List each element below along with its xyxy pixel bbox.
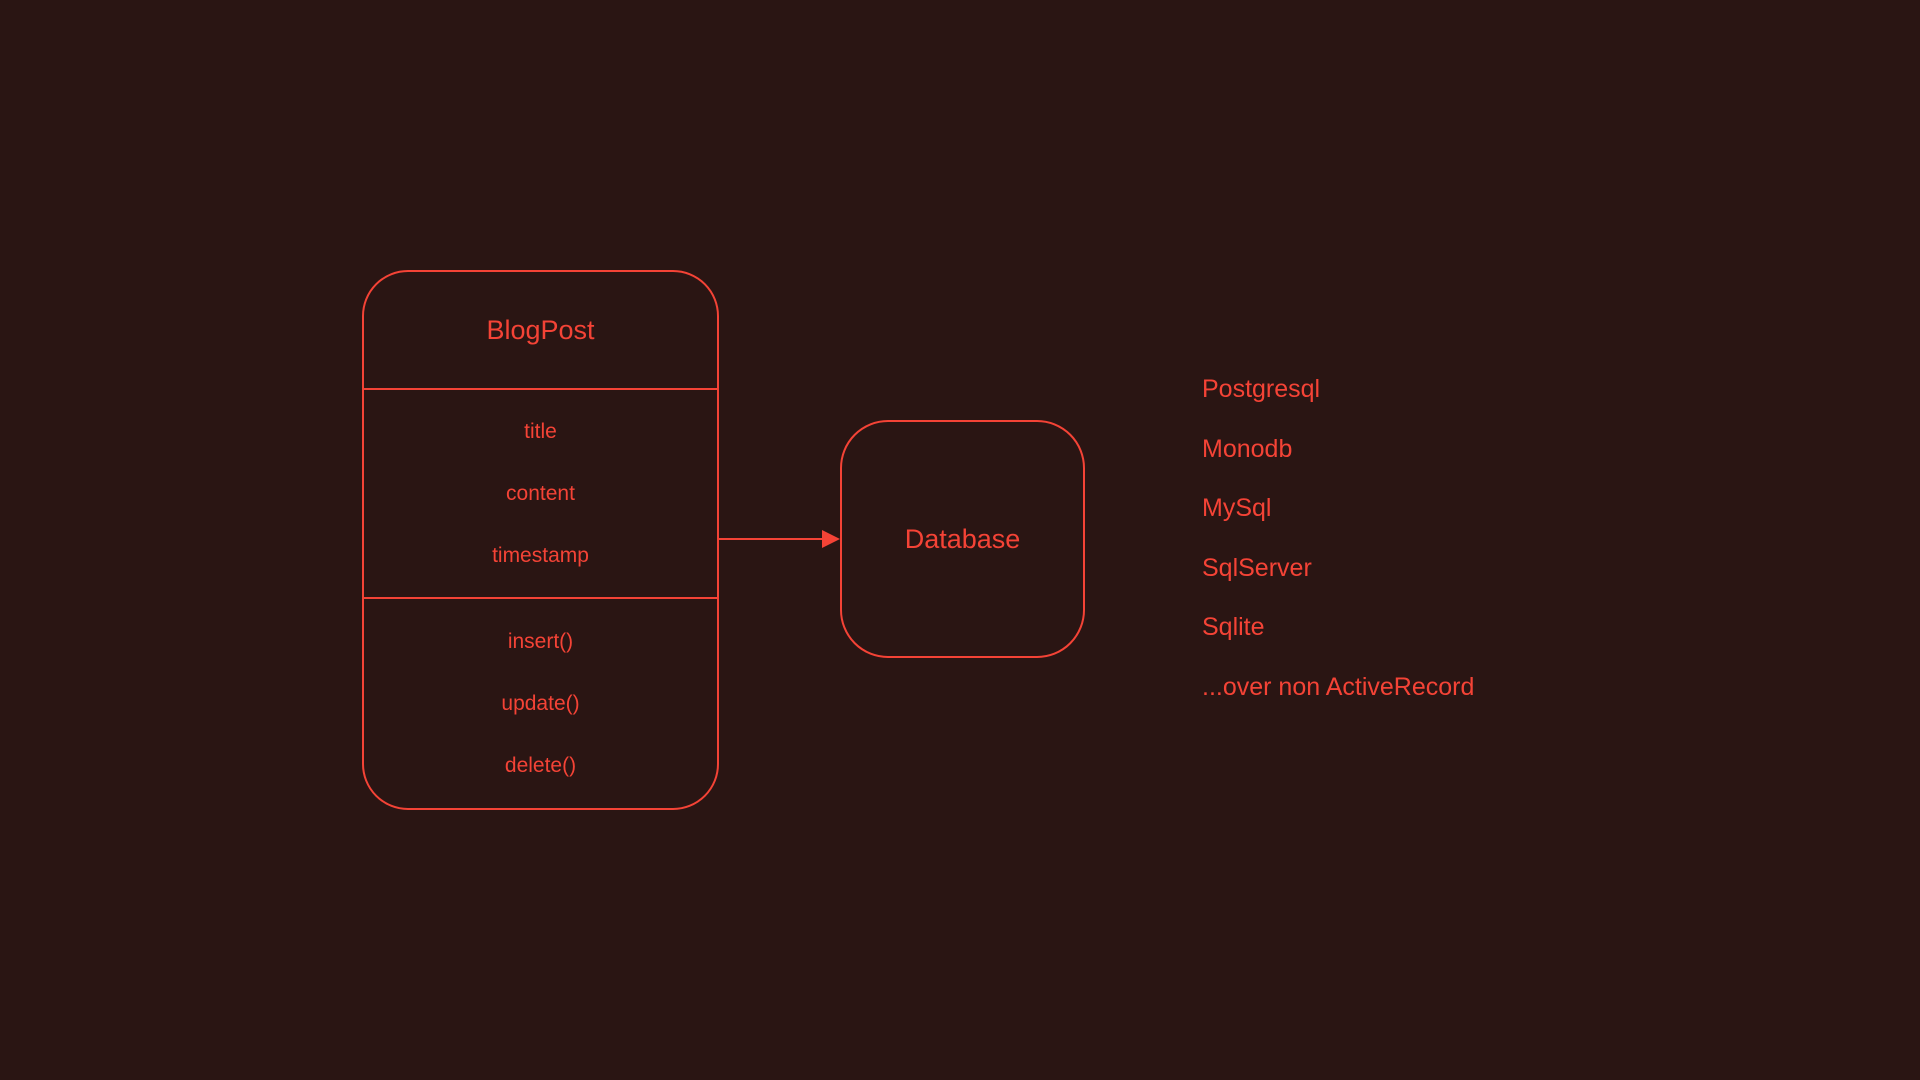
database-label: Database (904, 523, 1021, 554)
database-options-list: Postgresql Monodb MySql SqlServer Sqlite… (1202, 360, 1474, 717)
arrow-head-icon (822, 530, 840, 548)
attribute-label: title (524, 419, 557, 443)
attribute-label: timestamp (492, 543, 589, 567)
blogpost-attributes-section: title content timestamp (364, 390, 717, 599)
list-item: Postgresql (1202, 375, 1321, 403)
blogpost-class-title: BlogPost (364, 272, 717, 390)
method-label: delete() (504, 753, 577, 777)
list-item: SqlServer (1202, 553, 1312, 582)
list-item: MySql (1202, 494, 1272, 522)
attribute-label: content (506, 481, 575, 505)
list-item: Monodb (1202, 434, 1293, 463)
list-item: Sqlite (1202, 613, 1265, 641)
method-label: update() (501, 691, 580, 715)
blogpost-class-box: BlogPost title content timestamp insert(… (362, 270, 719, 810)
list-item: ...over non ActiveRecord (1202, 672, 1475, 701)
arrow-blogpost-to-database (719, 529, 840, 549)
arrow-line (719, 538, 825, 540)
blogpost-methods-section: insert() update() delete() (364, 599, 717, 808)
database-box: Database (840, 420, 1085, 658)
method-label: insert() (507, 629, 574, 653)
